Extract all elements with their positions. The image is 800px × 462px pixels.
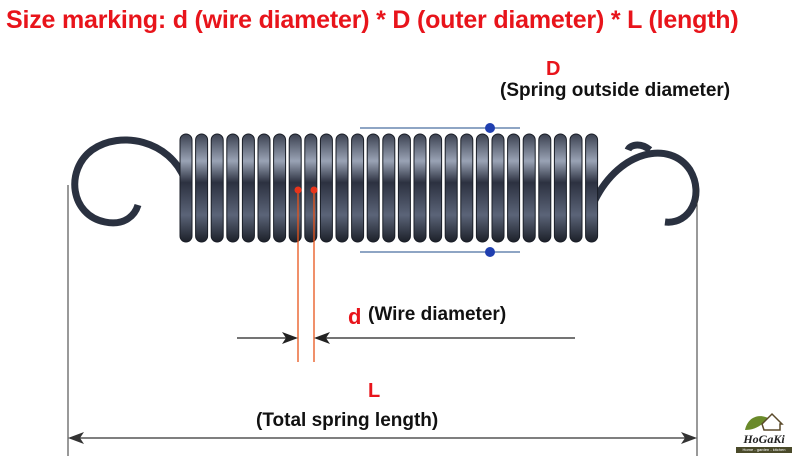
left-hook: [71, 136, 189, 227]
length-symbol: L: [368, 380, 381, 402]
spring-coil: [241, 133, 255, 243]
brand-logo: HoGaKi Home - garden - kitchen: [732, 408, 796, 458]
spring-coil: [226, 133, 240, 243]
spring-coil: [491, 133, 505, 243]
spring-coil: [444, 133, 458, 243]
right-hook: [591, 141, 700, 226]
spring-coil: [413, 133, 427, 243]
spring-coil: [319, 133, 333, 243]
spring-coil: [195, 133, 209, 243]
spring-coil: [257, 133, 271, 243]
spring-coils: [179, 133, 599, 243]
logo-house-icon: [761, 412, 784, 431]
spring-coil: [273, 133, 287, 243]
spring-coil: [179, 133, 193, 243]
spring-coil: [507, 133, 521, 243]
logo-name: HoGaKi: [743, 432, 785, 446]
spring-coil: [538, 133, 552, 243]
spring-coil: [397, 133, 411, 243]
outer-diameter-symbol: D: [546, 58, 561, 80]
spring-coil: [210, 133, 224, 243]
spring-coil: [569, 133, 583, 243]
spring-coil: [335, 133, 349, 243]
spring-coil: [429, 133, 443, 243]
outer-diameter-bottom-dot: [485, 247, 495, 257]
spring-coil: [553, 133, 567, 243]
page-title: Size marking: d (wire diameter) * D (out…: [6, 6, 739, 34]
length-label: (Total spring length): [256, 410, 439, 431]
spring-coil: [351, 133, 365, 243]
spring-coil: [475, 133, 489, 243]
wire-diameter-symbol: d: [348, 304, 362, 329]
logo-tagline: Home - garden - kitchen: [736, 447, 792, 453]
outer-diameter-label: (Spring outside diameter): [500, 80, 731, 101]
wire-diameter-label: (Wire diameter): [368, 304, 507, 325]
spring-coil: [585, 133, 599, 243]
logo-leaf-icon: [745, 416, 768, 430]
spring-coil: [522, 133, 536, 243]
spring-coil: [460, 133, 474, 243]
spring-coil: [366, 133, 380, 243]
spring-coil: [382, 133, 396, 243]
outer-diameter-top-dot: [485, 123, 495, 133]
